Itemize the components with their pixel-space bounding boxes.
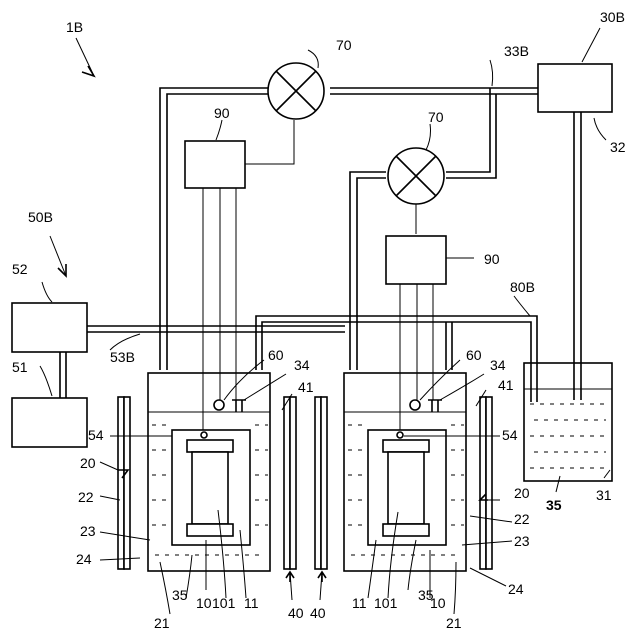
box-90-left	[185, 141, 245, 188]
box-30B	[538, 64, 612, 112]
label-1B: 1B	[66, 19, 83, 35]
label-35-left: 35	[172, 587, 188, 603]
unit-right	[315, 373, 492, 571]
label-34-left: 34	[294, 357, 310, 373]
pipe-32	[574, 112, 581, 400]
label-40-right: 40	[310, 605, 326, 621]
unit-left	[118, 373, 296, 571]
label-101-right: 101	[374, 595, 398, 611]
label-21-right: 21	[446, 615, 462, 631]
label-35-reservoir: 35	[546, 497, 562, 513]
label-31: 31	[596, 487, 612, 503]
label-60-right: 60	[466, 347, 482, 363]
label-10-right: 10	[430, 595, 446, 611]
label-70-mid: 70	[428, 109, 444, 125]
label-22-right: 22	[514, 511, 530, 527]
label-60-left: 60	[268, 347, 284, 363]
pipe-53B	[87, 326, 345, 332]
label-101-left: 101	[212, 595, 236, 611]
label-23-right: 23	[514, 533, 530, 549]
label-52: 52	[12, 261, 28, 277]
label-32: 32	[610, 139, 626, 155]
label-11-right: 11	[352, 595, 367, 611]
label-53B: 53B	[110, 349, 135, 365]
box-52	[12, 303, 87, 352]
label-24-left: 24	[76, 551, 92, 567]
label-70-top: 70	[336, 37, 352, 53]
label-90-left: 90	[214, 105, 230, 121]
link-52-51	[60, 352, 66, 398]
box-51	[12, 398, 87, 447]
box-90-right	[386, 236, 446, 284]
valve-70-mid	[388, 148, 444, 204]
label-20-right: 20	[514, 485, 530, 501]
label-11-left: 11	[244, 595, 259, 611]
label-23-left: 23	[80, 523, 96, 539]
label-50B: 50B	[28, 209, 53, 225]
label-24-right: 24	[508, 581, 524, 597]
label-41-left: 41	[298, 379, 314, 395]
label-34-right: 34	[490, 357, 506, 373]
label-51: 51	[12, 359, 28, 375]
label-22-left: 22	[78, 489, 94, 505]
label-21-left: 21	[154, 615, 170, 631]
label-20-left: 20	[80, 455, 96, 471]
label-33B: 33B	[504, 43, 529, 59]
label-40-left: 40	[288, 605, 304, 621]
label-41-right: 41	[498, 377, 514, 393]
label-54-left: 54	[88, 427, 104, 443]
valve-70-top	[268, 63, 324, 119]
label-80B: 80B	[510, 279, 535, 295]
label-10-left: 10	[196, 595, 212, 611]
label-90-right: 90	[484, 251, 500, 267]
pipe-33B	[160, 88, 538, 370]
label-30B: 30B	[600, 9, 625, 25]
label-54-right: 54	[502, 427, 518, 443]
